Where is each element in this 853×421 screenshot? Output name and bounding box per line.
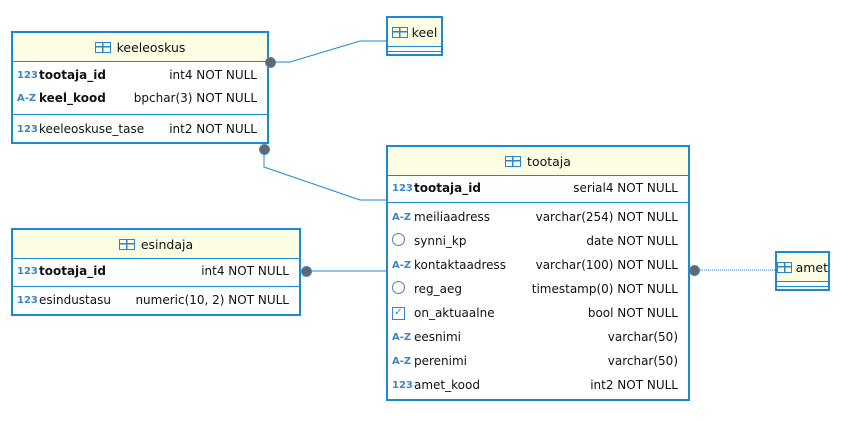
column-type: serial4 NOT NULL: [573, 181, 678, 195]
entity-title: tootaja: [527, 153, 571, 169]
column-type: varchar(254) NOT NULL: [535, 210, 678, 224]
fk-keeleoskus-tootaja: [263, 149, 386, 201]
column-name: eesnimi: [414, 330, 461, 344]
entity-title: amet: [795, 259, 828, 275]
column-type: int4 NOT NULL: [169, 68, 257, 82]
table-icon: [505, 155, 522, 167]
column-type: varchar(50): [607, 354, 678, 368]
entity-keel[interactable]: keel: [386, 16, 443, 56]
entity-title: keel: [411, 24, 438, 40]
column-name: reg_aeg: [414, 282, 463, 296]
column-type: int2 NOT NULL: [590, 378, 678, 392]
entity-title: esindaja: [140, 236, 194, 252]
number-type-icon: 123: [17, 69, 38, 81]
column-type: varchar(100) NOT NULL: [535, 258, 678, 272]
number-type-icon: 123: [17, 123, 38, 135]
column-name: esindustasu: [39, 293, 111, 307]
column-name: meiliaadress: [414, 210, 490, 224]
entity-header: amet: [777, 253, 828, 282]
column-name: tootaja_id: [39, 264, 106, 278]
column-type: numeric(10, 2) NOT NULL: [135, 293, 289, 307]
relation-endpoint: [259, 144, 270, 155]
text-type-icon: A-Z: [392, 331, 412, 343]
text-type-icon: A-Z: [392, 211, 412, 223]
table-icon: [777, 261, 792, 273]
text-type-icon: A-Z: [392, 259, 412, 271]
table-icon: [118, 238, 135, 250]
text-type-icon: A-Z: [17, 92, 37, 104]
divider: [777, 286, 828, 287]
column-name: keeleoskuse_tase: [39, 122, 145, 136]
column-type: bool NOT NULL: [587, 306, 678, 320]
relation-endpoint: [265, 57, 276, 68]
number-type-icon: 123: [17, 294, 38, 306]
column-type: date NOT NULL: [586, 234, 678, 248]
entity-amet[interactable]: amet: [775, 251, 830, 291]
column-type: varchar(50): [607, 330, 678, 344]
entity-header: esindaja: [13, 230, 299, 259]
column-type: timestamp(0) NOT NULL: [531, 282, 678, 296]
column-name: keel_kood: [39, 91, 106, 105]
column-name: on_aktuaalne: [414, 306, 495, 320]
clock-icon: [392, 281, 405, 294]
fk-keeleoskus-keel: [270, 40, 386, 63]
table-icon: [391, 26, 408, 38]
number-type-icon: 123: [17, 265, 38, 277]
column-row[interactable]: reg_aeg timestamp(0) NOT NULL: [392, 278, 678, 300]
column-name: amet_kood: [414, 378, 480, 392]
entity-header: tootaja: [388, 147, 688, 176]
clock-icon: [392, 233, 405, 246]
column-type: int4 NOT NULL: [201, 264, 289, 278]
divider: [388, 51, 441, 52]
entity-title: keeleoskus: [116, 39, 186, 55]
divider: [13, 114, 267, 115]
column-name: synni_kp: [414, 234, 467, 248]
divider: [13, 286, 299, 287]
column-type: int2 NOT NULL: [169, 122, 257, 136]
column-name: kontaktaadress: [414, 258, 507, 272]
relation-endpoint: [689, 265, 700, 276]
divider: [388, 202, 688, 203]
number-type-icon: 123: [392, 182, 413, 194]
relation-endpoint: [301, 266, 312, 277]
number-type-icon: 123: [392, 379, 413, 391]
text-type-icon: A-Z: [392, 355, 412, 367]
entity-header: keeleoskus: [13, 33, 267, 62]
checkbox-icon: ✓: [392, 306, 405, 320]
column-name: perenimi: [414, 354, 468, 368]
column-row[interactable]: ✓ on_aktuaalne bool NOT NULL: [392, 302, 678, 324]
column-name: tootaja_id: [39, 68, 106, 82]
entity-header: keel: [388, 18, 441, 47]
table-icon: [94, 41, 111, 53]
column-name: tootaja_id: [414, 181, 481, 195]
column-row[interactable]: synni_kp date NOT NULL: [392, 230, 678, 252]
column-type: bpchar(3) NOT NULL: [133, 91, 257, 105]
